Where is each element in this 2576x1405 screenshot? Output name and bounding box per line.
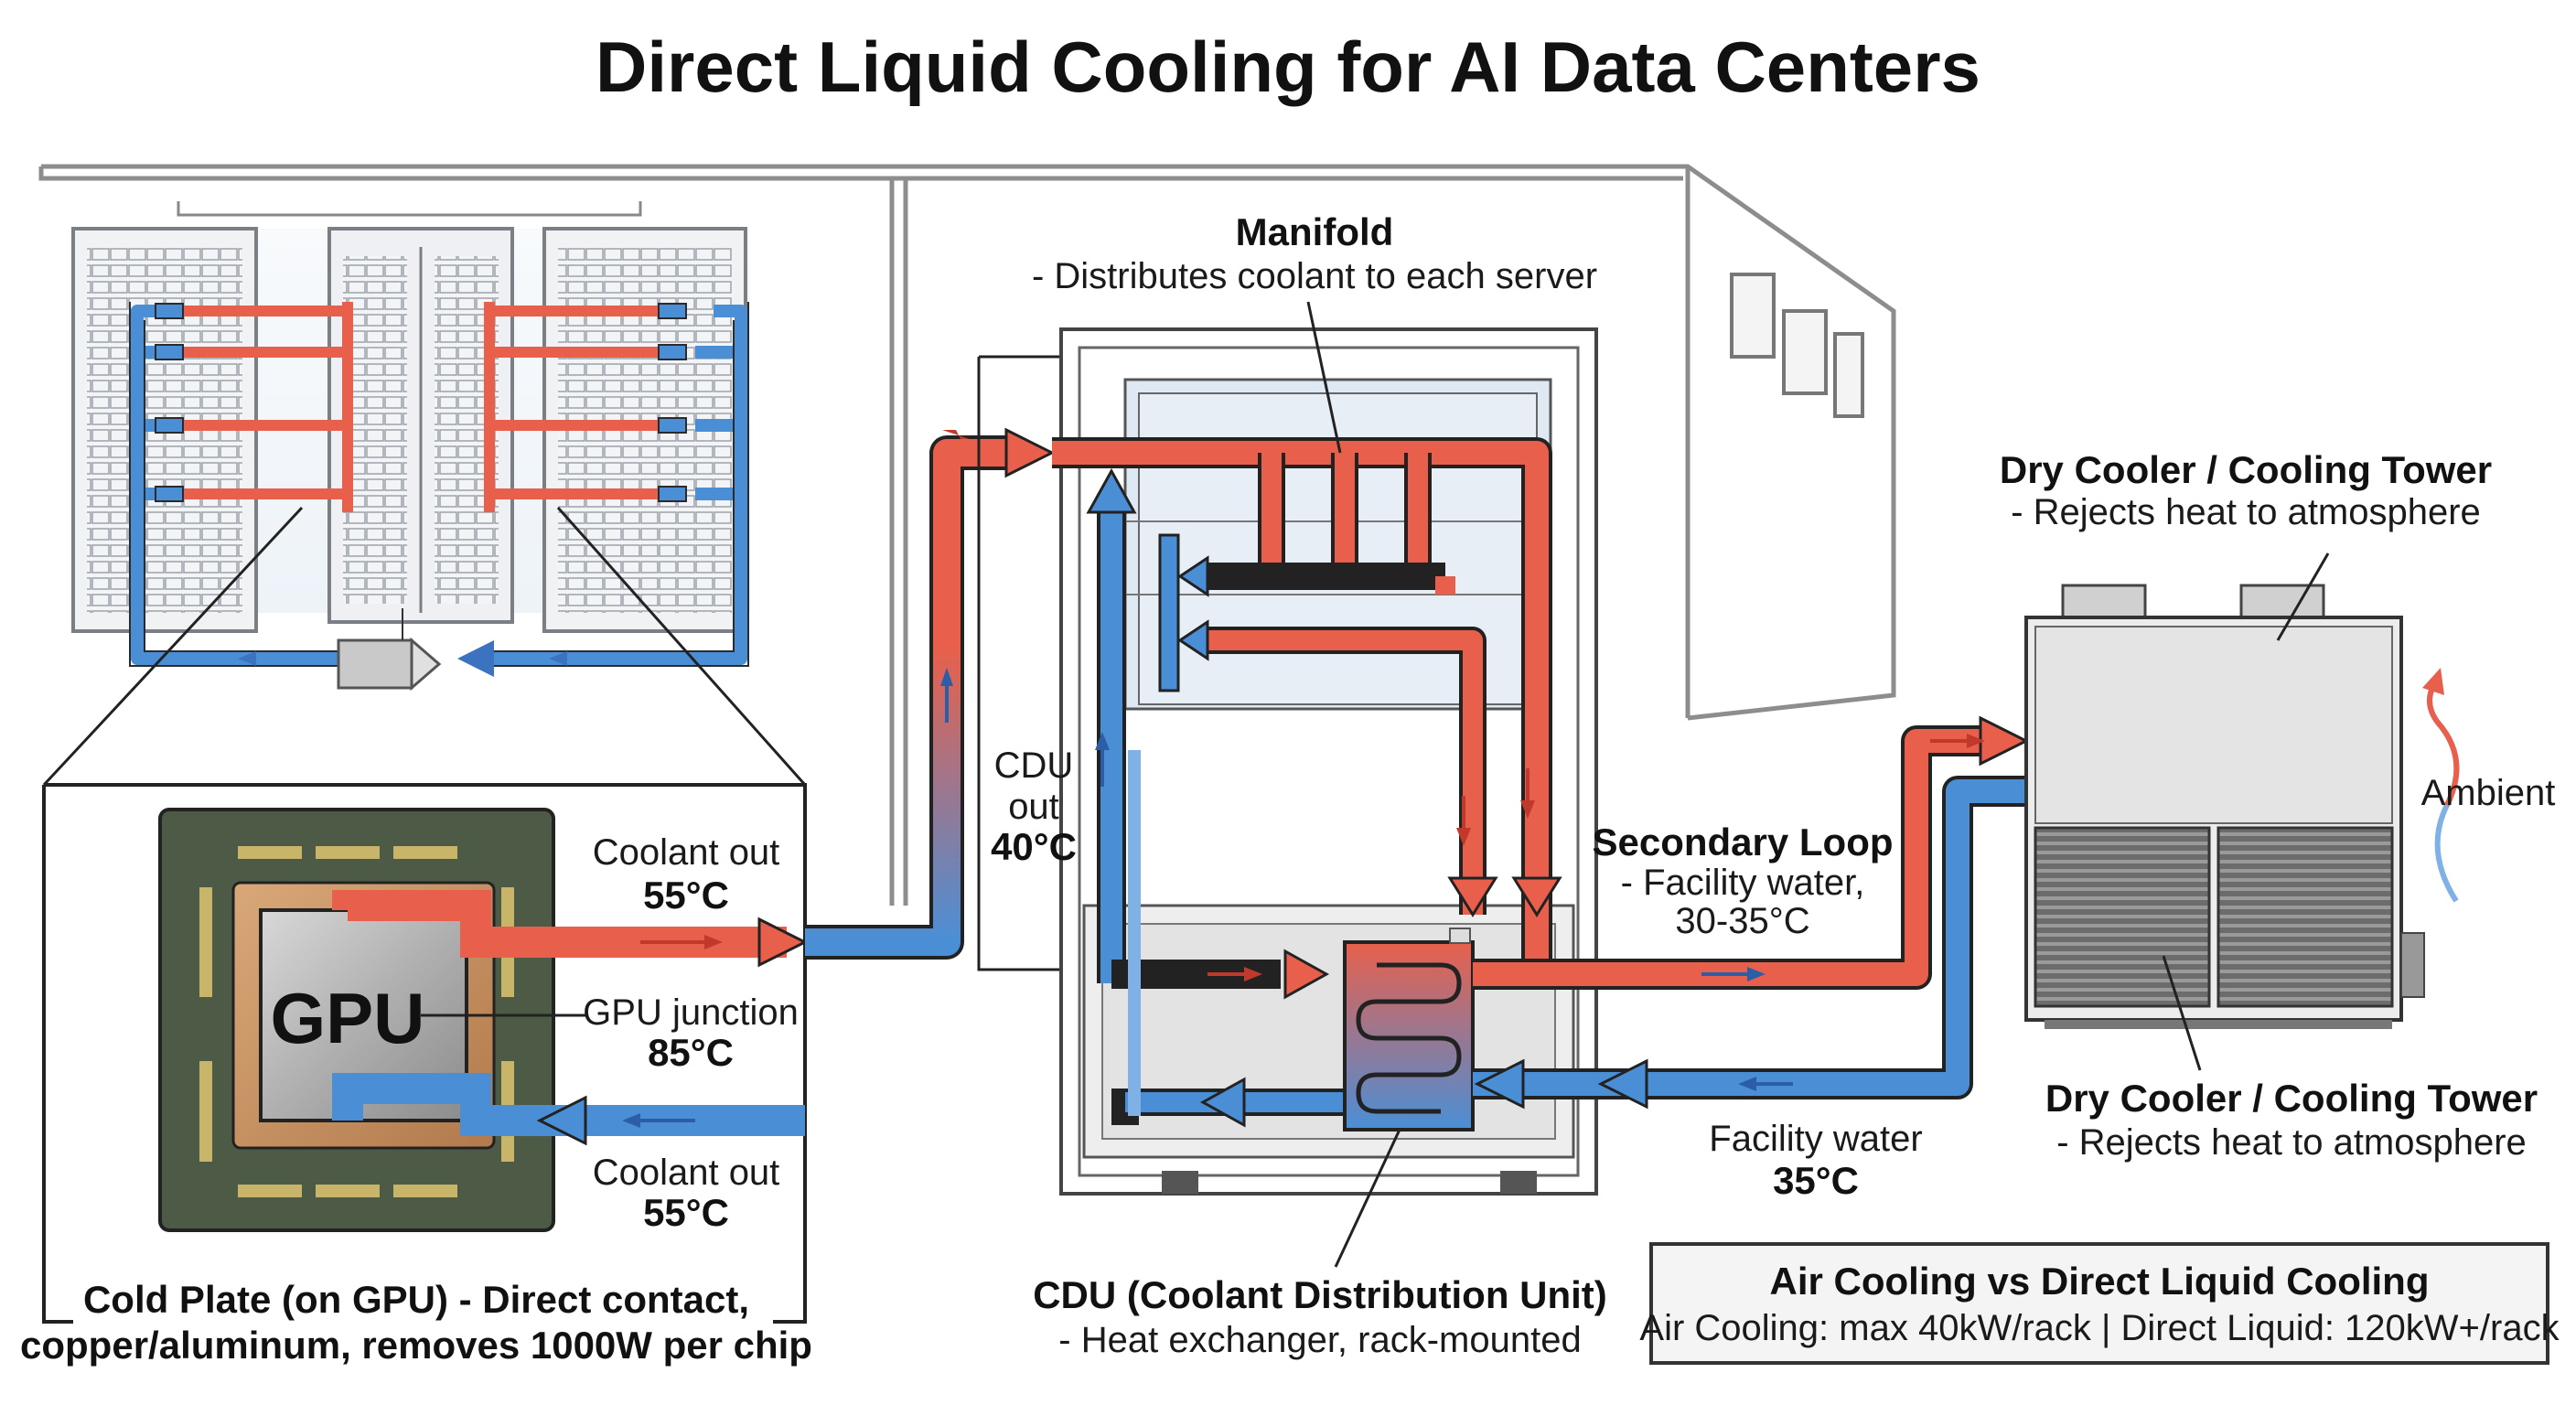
rack-flow-arrows: [238, 640, 567, 677]
secondary-loop-title: Secondary Loop: [1592, 820, 1893, 863]
coolant-out-bottom-temp: 55°C: [643, 1191, 729, 1234]
cold-plate-caption-1: Cold Plate (on GPU) - Direct contact,: [83, 1278, 749, 1321]
comparison-box: Air Cooling vs Direct Liquid Cooling Air…: [1639, 1242, 2560, 1365]
cdu-desc: - Heat exchanger, rack-mounted: [1058, 1320, 1581, 1360]
facility-water-label: Facility water: [1709, 1119, 1922, 1159]
coolant-out-top-label: Coolant out: [593, 832, 780, 873]
dry-cooler-top-title: Dry Cooler / Cooling Tower: [2000, 448, 2492, 491]
dry-cooler-top-desc: - Rejects heat to atmosphere: [2011, 492, 2481, 532]
facility-water-temp: 35°C: [1773, 1159, 1859, 1202]
gpu-hot-arrow: [757, 917, 809, 968]
dry-cooler-top-leader: [2276, 552, 2330, 641]
dry-cooler-bottom-title: Dry Cooler / Cooling Tower: [2045, 1077, 2538, 1120]
comparison-title: Air Cooling vs Direct Liquid Cooling: [1770, 1260, 2430, 1303]
secondary-loop: [1473, 715, 2030, 1110]
rack-hot-manifold: [183, 302, 659, 512]
ambient-label: Ambient: [2421, 773, 2556, 813]
cdu-out-line2: out: [1008, 787, 1059, 827]
manifold-leader: [1306, 301, 1342, 454]
cold-plate-caption-2: copper/aluminum, removes 1000W per chip: [20, 1324, 812, 1367]
secondary-loop-line2: 30-35°C: [1675, 901, 1809, 941]
cdu-out-temp: 40°C: [991, 825, 1077, 868]
dry-cooler-bottom-leader: [2162, 955, 2202, 1071]
rack-cold-loop-outline: [129, 302, 749, 667]
ambient-arrow: [2422, 668, 2460, 903]
gpu-junction-temp: 85°C: [648, 1031, 734, 1074]
gpu-cold-arrow: [536, 1095, 587, 1146]
pcb-pads: [199, 846, 514, 1197]
rack-pump: [337, 608, 442, 692]
dry-cooler-bottom-desc: - Rejects heat to atmosphere: [2056, 1122, 2527, 1163]
cdu-cold-riser: [1086, 467, 1345, 1128]
server-room: [42, 201, 807, 787]
building-outline: [38, 164, 1896, 906]
supply-riser: [805, 427, 1056, 960]
coolant-out-bottom-label: Coolant out: [593, 1153, 780, 1193]
page-title: Direct Liquid Cooling for AI Data Center…: [596, 27, 1980, 107]
building-windows: [1730, 273, 1864, 418]
coolant-out-top-temp: 55°C: [643, 874, 729, 917]
gpu-label: GPU: [270, 978, 424, 1058]
manifold-title: Manifold: [1236, 210, 1394, 253]
secondary-loop-line1: - Facility water,: [1621, 863, 1865, 903]
gpu-detail-box: GPU Coolant out 55°C GPU junction 85°C C…: [20, 783, 812, 1367]
gpu-junction-label: GPU junction: [583, 992, 799, 1033]
rack-blue-stubs: [155, 303, 687, 502]
comparison-text: Air Cooling: max 40kW/rack | Direct Liqu…: [1639, 1308, 2560, 1348]
cdu-title: CDU (Coolant Distribution Unit): [1033, 1273, 1607, 1316]
cdu-out-line1: CDU: [994, 745, 1074, 786]
gpu-hot-pipe: [332, 890, 787, 958]
heat-exchanger: [1334, 928, 1475, 1268]
dry-cooler: [2024, 552, 2425, 1071]
manifold-desc: - Distributes coolant to each server: [1032, 256, 1597, 296]
zoom-lines: [42, 506, 807, 787]
cdu-leader: [1334, 1129, 1401, 1268]
